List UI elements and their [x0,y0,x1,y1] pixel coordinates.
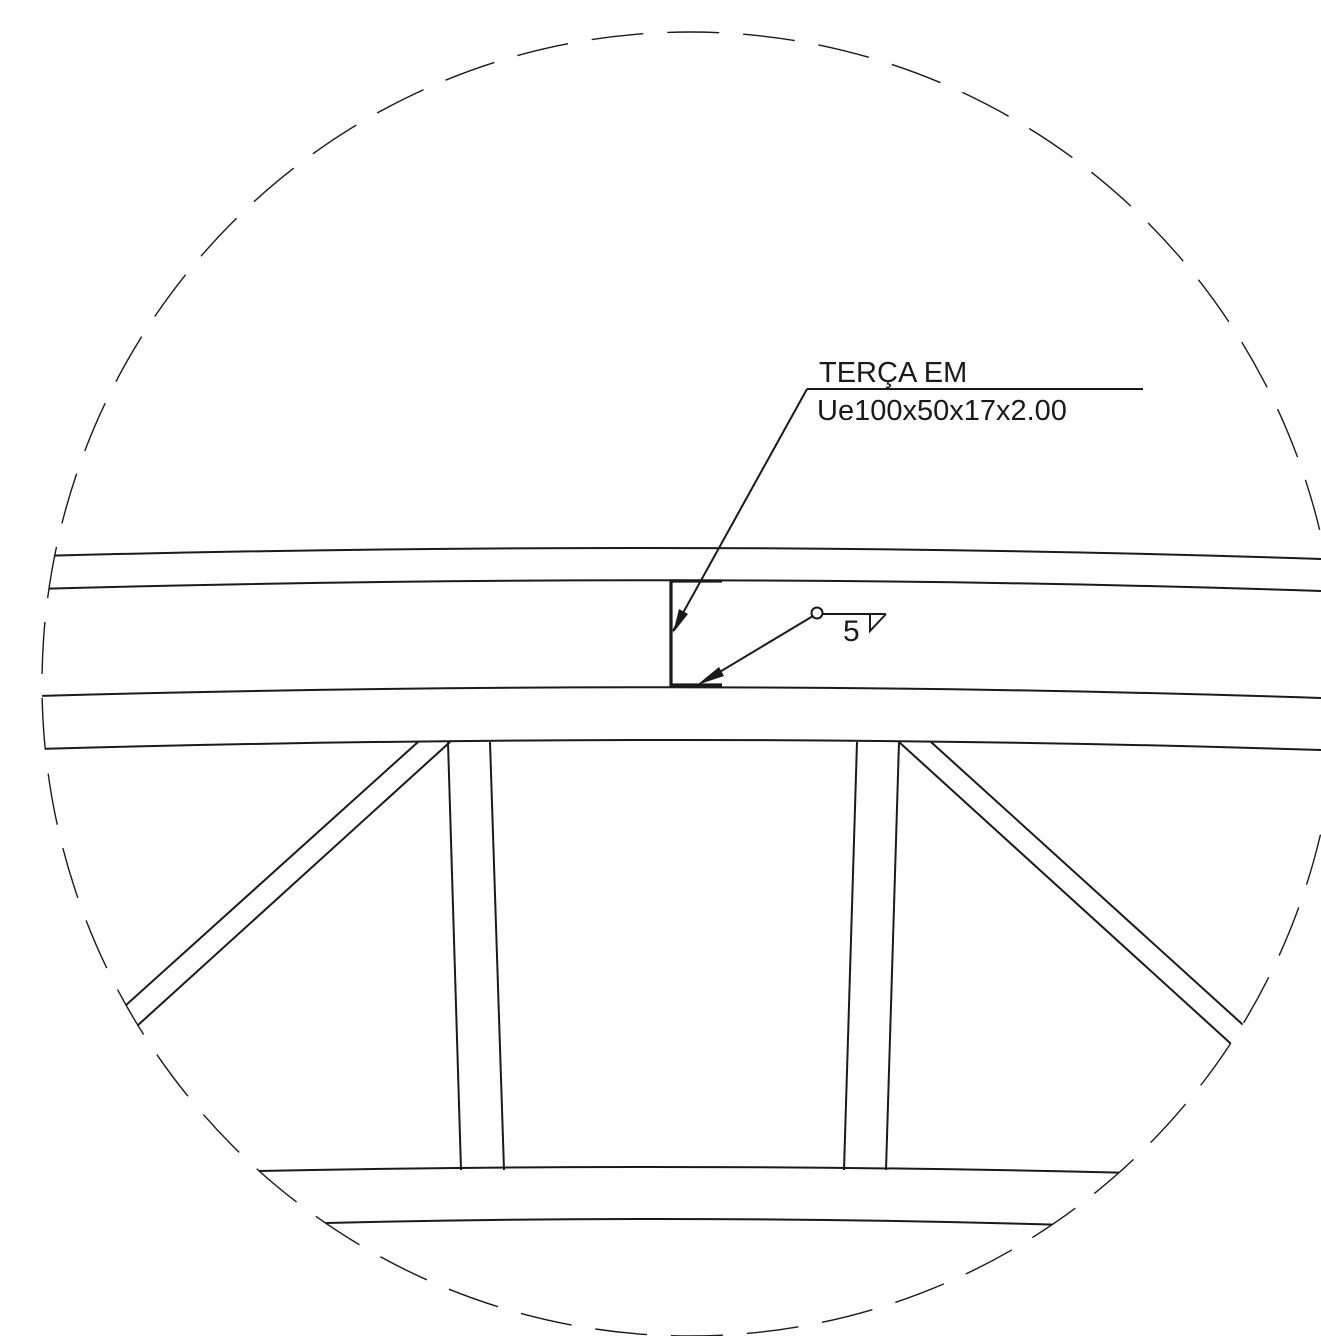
right-vertical-line-b [885,741,900,1171]
right-diagonal-line-a [898,741,1241,1053]
bottom-chord-line-1 [257,1165,1136,1174]
weld-fillet-triangle [869,613,887,634]
bottom-chord-line-2 [325,1217,1067,1226]
detail-boundary-circle [41,31,1321,1336]
weld-size-label: 5 [843,615,860,648]
callout-line-1: TERÇA EM [819,357,967,389]
left-diagonal-line-b [136,741,451,1027]
top-chord-line-1 [42,546,1321,560]
weld-arrowhead [697,667,724,685]
left-diagonal-line-a [124,741,419,1007]
top-chord-line-2 [42,579,1321,592]
truss-geometry [42,546,1321,1226]
right-vertical-line-a [843,741,858,1171]
left-vertical-line-a [447,741,462,1171]
purlin-c-section [669,579,722,687]
top-chord-line-3 [42,686,1321,699]
callout-line-2: Ue100x50x17x2.00 [817,395,1067,427]
top-chord-line-4 [42,739,1321,751]
weld-leader-line [702,615,814,683]
right-diagonal-line-b [930,741,1253,1034]
callout-leader-line [672,388,808,632]
left-vertical-line-b [489,741,505,1171]
callout-arrowhead [673,609,688,633]
